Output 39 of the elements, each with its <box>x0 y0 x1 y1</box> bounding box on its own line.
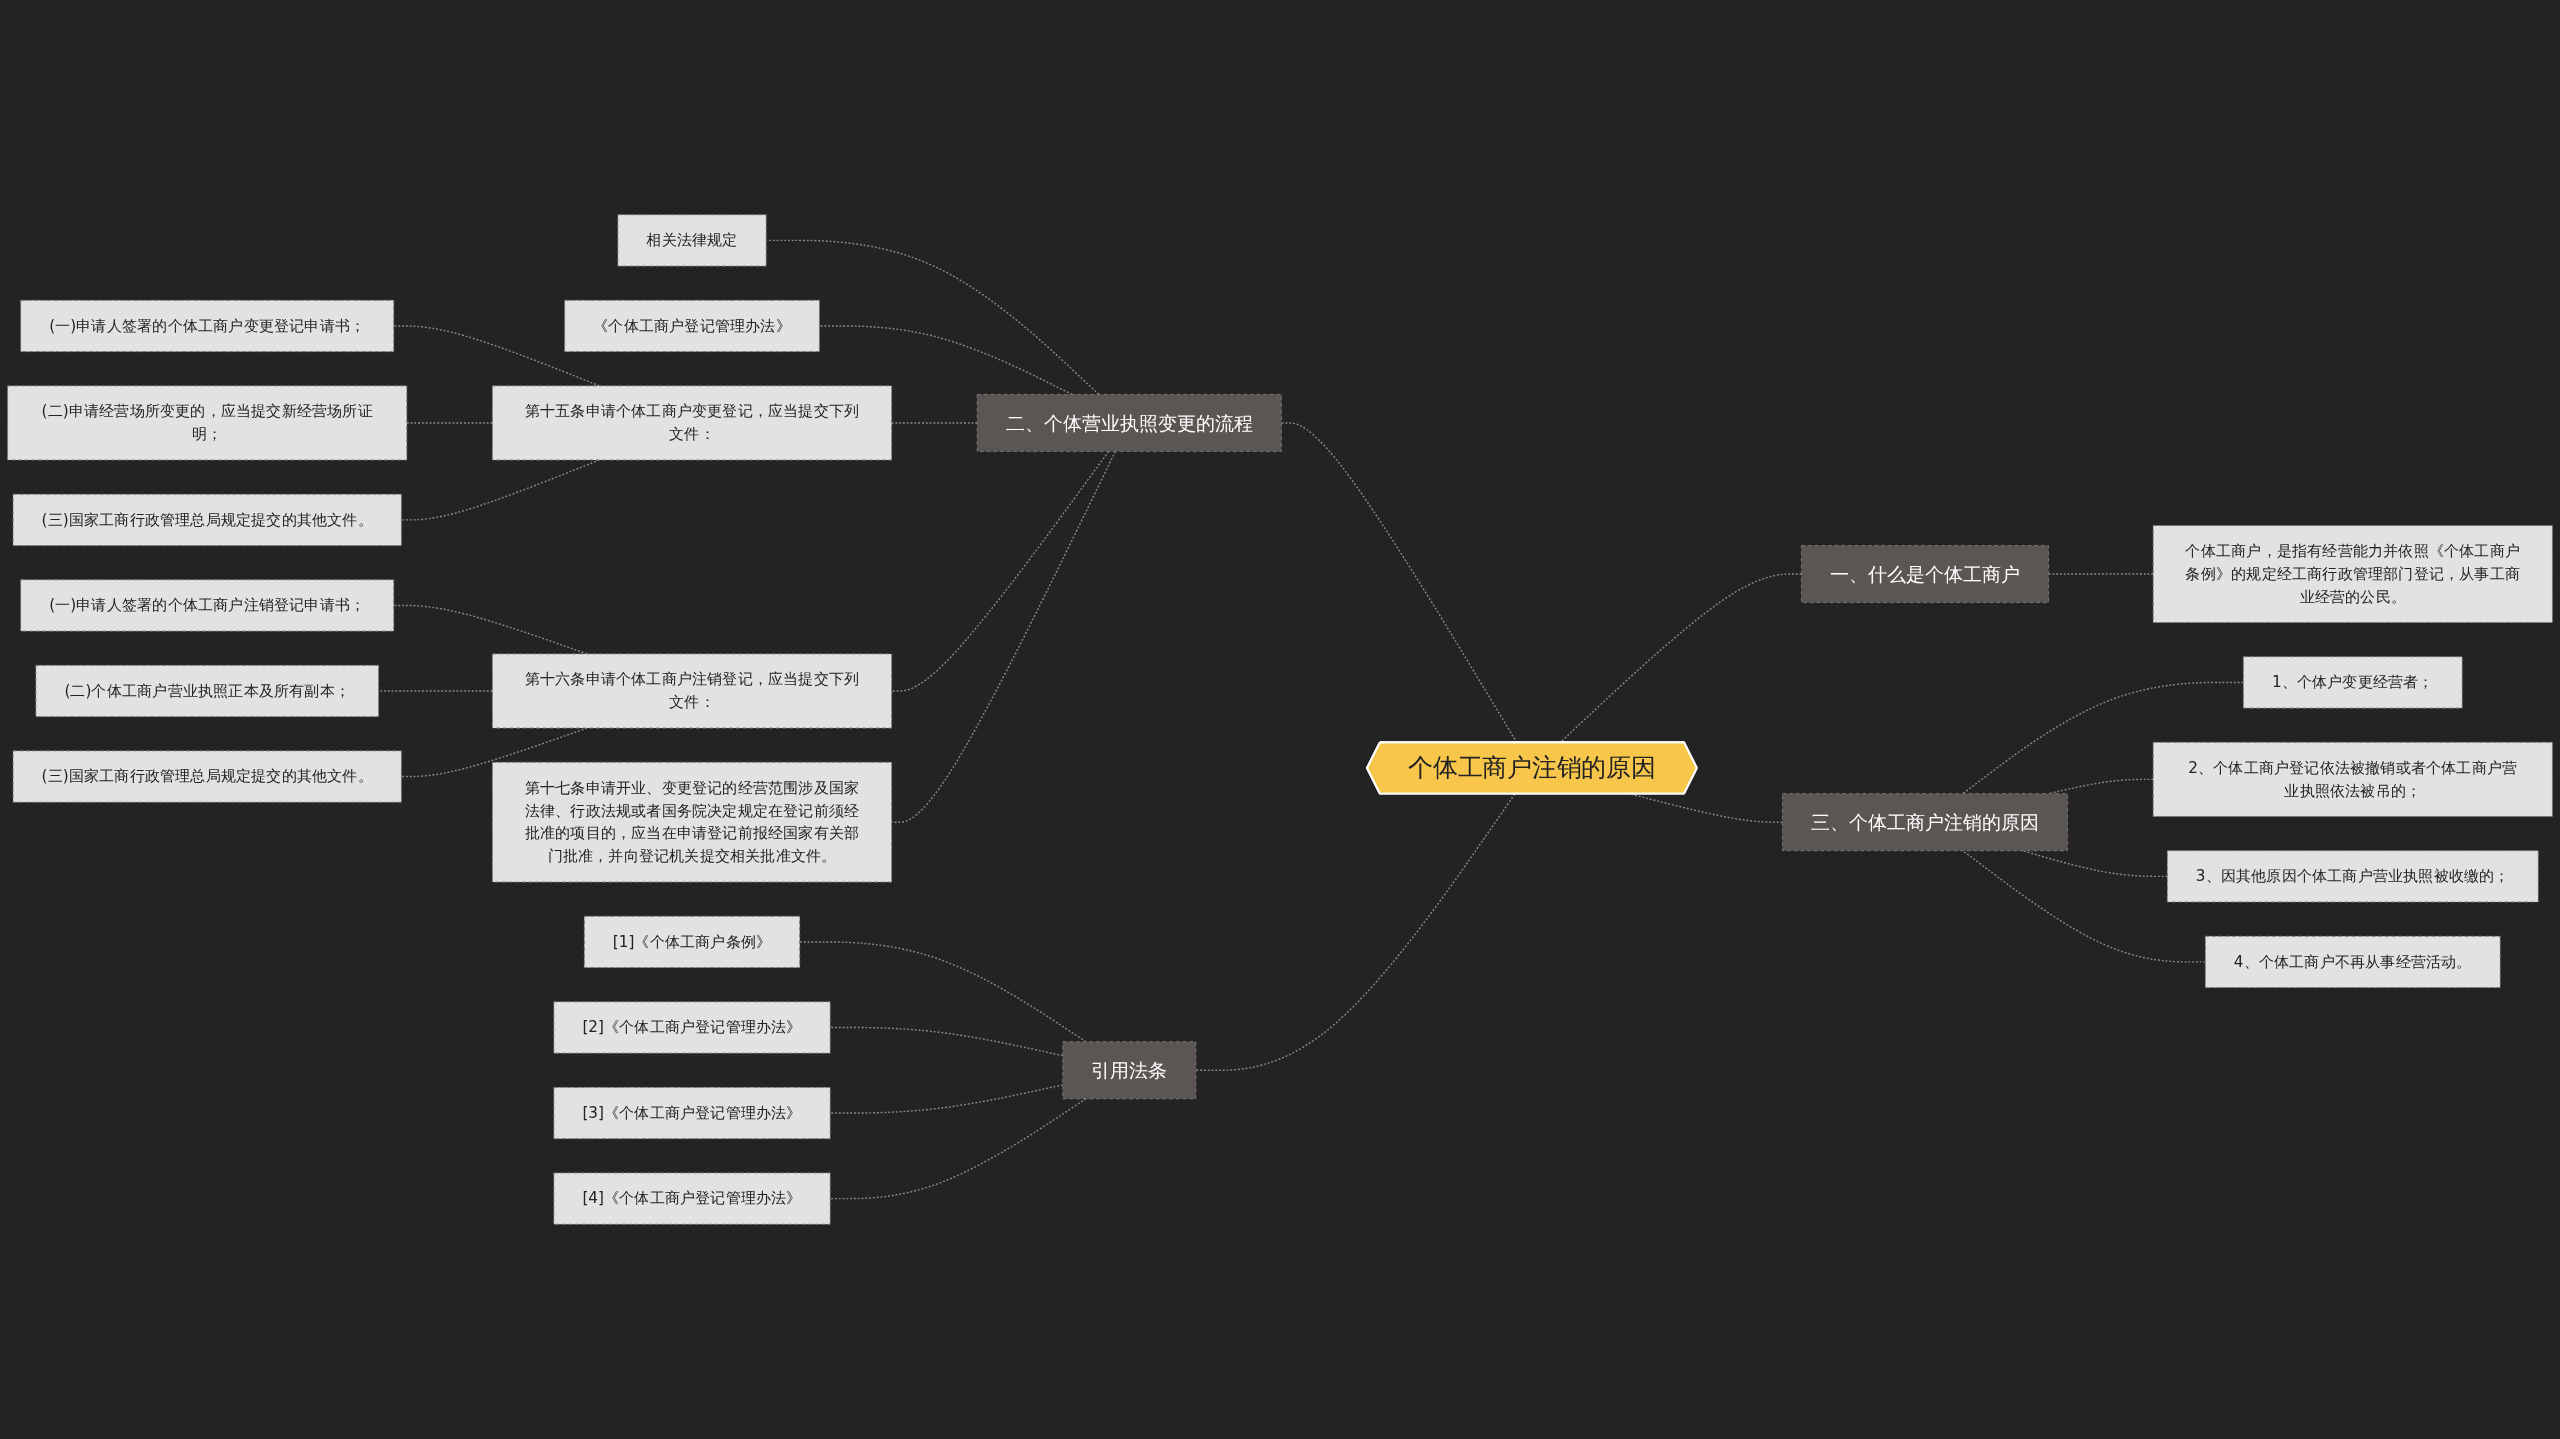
node-box: 三、个体工商户注销的原因 <box>1781 793 2069 852</box>
node-box: (三)国家工商行政管理总局规定提交的其他文件。 <box>12 750 402 803</box>
node-box: 4、个体工商户不再从事经营活动。 <box>2204 935 2501 989</box>
node-box: 二、个体营业执照变更的流程 <box>976 393 1282 452</box>
connector <box>890 422 978 424</box>
node-box: 个体工商户，是指有经营能力并依照《个体工商户条例》的规定经工商行政管理部门登记，从事工商业经营的公民。 <box>2152 525 2553 623</box>
node-box: 《个体工商户登记管理办法》 <box>564 299 820 353</box>
node-box: (二)申请经营场所变更的，应当提交新经营场所证明； <box>7 385 408 461</box>
connector <box>406 422 494 424</box>
connector <box>1195 793 1516 1071</box>
node-box: [2]《个体工商户登记管理办法》 <box>553 1001 831 1054</box>
node-box: [3]《个体工商户登记管理办法》 <box>553 1086 831 1140</box>
node-box: 引用法条 <box>1062 1041 1197 1100</box>
connector <box>829 1084 1064 1114</box>
node-box: 1、个体户变更经营者； <box>2242 656 2463 709</box>
connector <box>2047 573 2154 575</box>
connector <box>1559 573 1803 744</box>
node-box: (二)个体工商户营业执照正本及所有副本； <box>35 664 380 718</box>
node-box: 第十六条申请个体工商户注销登记，应当提交下列文件： <box>491 653 893 729</box>
connector <box>765 239 1100 396</box>
connector <box>377 690 494 692</box>
node-box: (一)申请人签署的个体工商户注销登记申请书； <box>20 579 395 632</box>
connector <box>1962 849 2207 963</box>
node-box: (三)国家工商行政管理总局规定提交的其他文件。 <box>12 493 402 546</box>
node-box: (一)申请人签署的个体工商户变更登记申请书； <box>20 299 395 353</box>
node-box: [4]《个体工商户登记管理办法》 <box>553 1172 831 1225</box>
connector <box>829 1098 1087 1200</box>
connector <box>890 450 1110 692</box>
node-box: 2、个体工商户登记依法被撤销或者个体工商户营业执照依法被吊的； <box>2152 741 2553 817</box>
connector <box>400 459 601 521</box>
node-box: [1]《个体工商户条例》 <box>583 915 801 969</box>
node-box: 相关法律规定 <box>617 214 767 267</box>
node-box: 第十七条申请开业、变更登记的经营范围涉及国家法律、行政法规或者国务院决定规定在登记前须经批准的项目的，应当在申请登记前报经国家有关部门批准，并向登记机关提交相关批准文件。 <box>491 761 893 883</box>
connector <box>890 450 1117 823</box>
node-box: 第十五条申请个体工商户变更登记，应当提交下列文件： <box>491 385 893 461</box>
connector <box>1962 681 2245 795</box>
node-box: 一、什么是个体工商户 <box>1800 545 2050 604</box>
node-box: 3、因其他原因个体工商户营业执照被收缴的； <box>2166 850 2539 903</box>
connector <box>829 1026 1064 1057</box>
